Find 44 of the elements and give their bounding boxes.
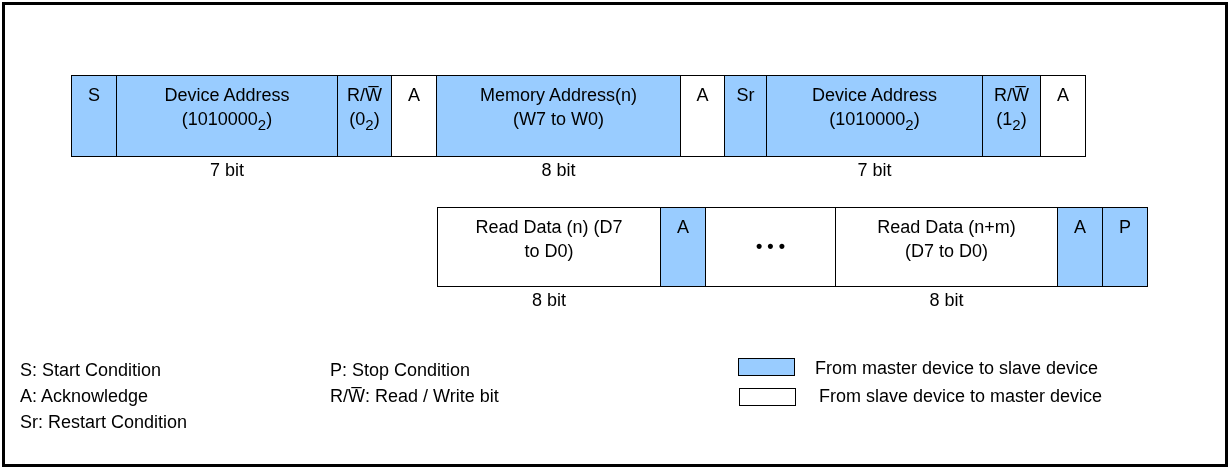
frame-field (680, 75, 725, 157)
bit-count: 8 bit (531, 290, 567, 310)
frame-field (71, 75, 117, 157)
frame-field (436, 75, 681, 157)
bit-count: 8 bit (540, 160, 577, 180)
field-label: • • • (755, 235, 786, 258)
field-label: A (695, 84, 710, 107)
field-label: A (1073, 216, 1087, 239)
field-label: Read Data (n+m) (D7 to D0) (876, 216, 1017, 263)
frame-field (337, 75, 392, 157)
frame-field (1040, 75, 1086, 157)
frame-field (766, 75, 983, 157)
legend-text: From slave device to master device (819, 386, 1103, 406)
field-label: A (407, 84, 421, 107)
field-label: Device Address (1010000$_{2}$) (163, 84, 291, 135)
field-label: R/W̅ (0$_{2}$) (346, 84, 383, 135)
bit-count: 7 bit (856, 160, 893, 180)
field-label: S (87, 84, 101, 107)
frame-field (116, 75, 338, 157)
key-text: S: Start Condition (20, 360, 162, 380)
field-label: Read Data (n) (D7 to D0) (474, 216, 624, 263)
field-label: R/W̅ (1$_{2}$) (993, 84, 1030, 135)
frame-field (391, 75, 437, 157)
frame-field (437, 207, 661, 287)
field-label: P (1118, 216, 1132, 239)
key-text: A: Acknowledge (20, 386, 149, 406)
legend-text: From master device to slave device (815, 358, 1099, 378)
bit-count: 8 bit (928, 290, 965, 310)
field-label: Device Address (1010000$_{2}$) (810, 84, 939, 135)
frame-field (724, 75, 767, 157)
bit-count: 7 bit (209, 160, 245, 180)
field-label: A (1056, 84, 1070, 107)
frame-field (1057, 207, 1103, 287)
field-label: Sr (735, 84, 756, 107)
field-label: A (676, 216, 690, 239)
frame-field (705, 207, 836, 287)
key-text: R/W̅: Read / Write bit (330, 386, 499, 406)
key-text: Sr: Restart Condition (20, 412, 188, 432)
frame-field (835, 207, 1058, 287)
frame-field (660, 207, 706, 287)
frame-field (1102, 207, 1148, 287)
key-text: P: Stop Condition (330, 360, 471, 380)
frame-field (982, 75, 1041, 157)
field-label: Memory Address(n) (W7 to W0) (478, 84, 638, 131)
